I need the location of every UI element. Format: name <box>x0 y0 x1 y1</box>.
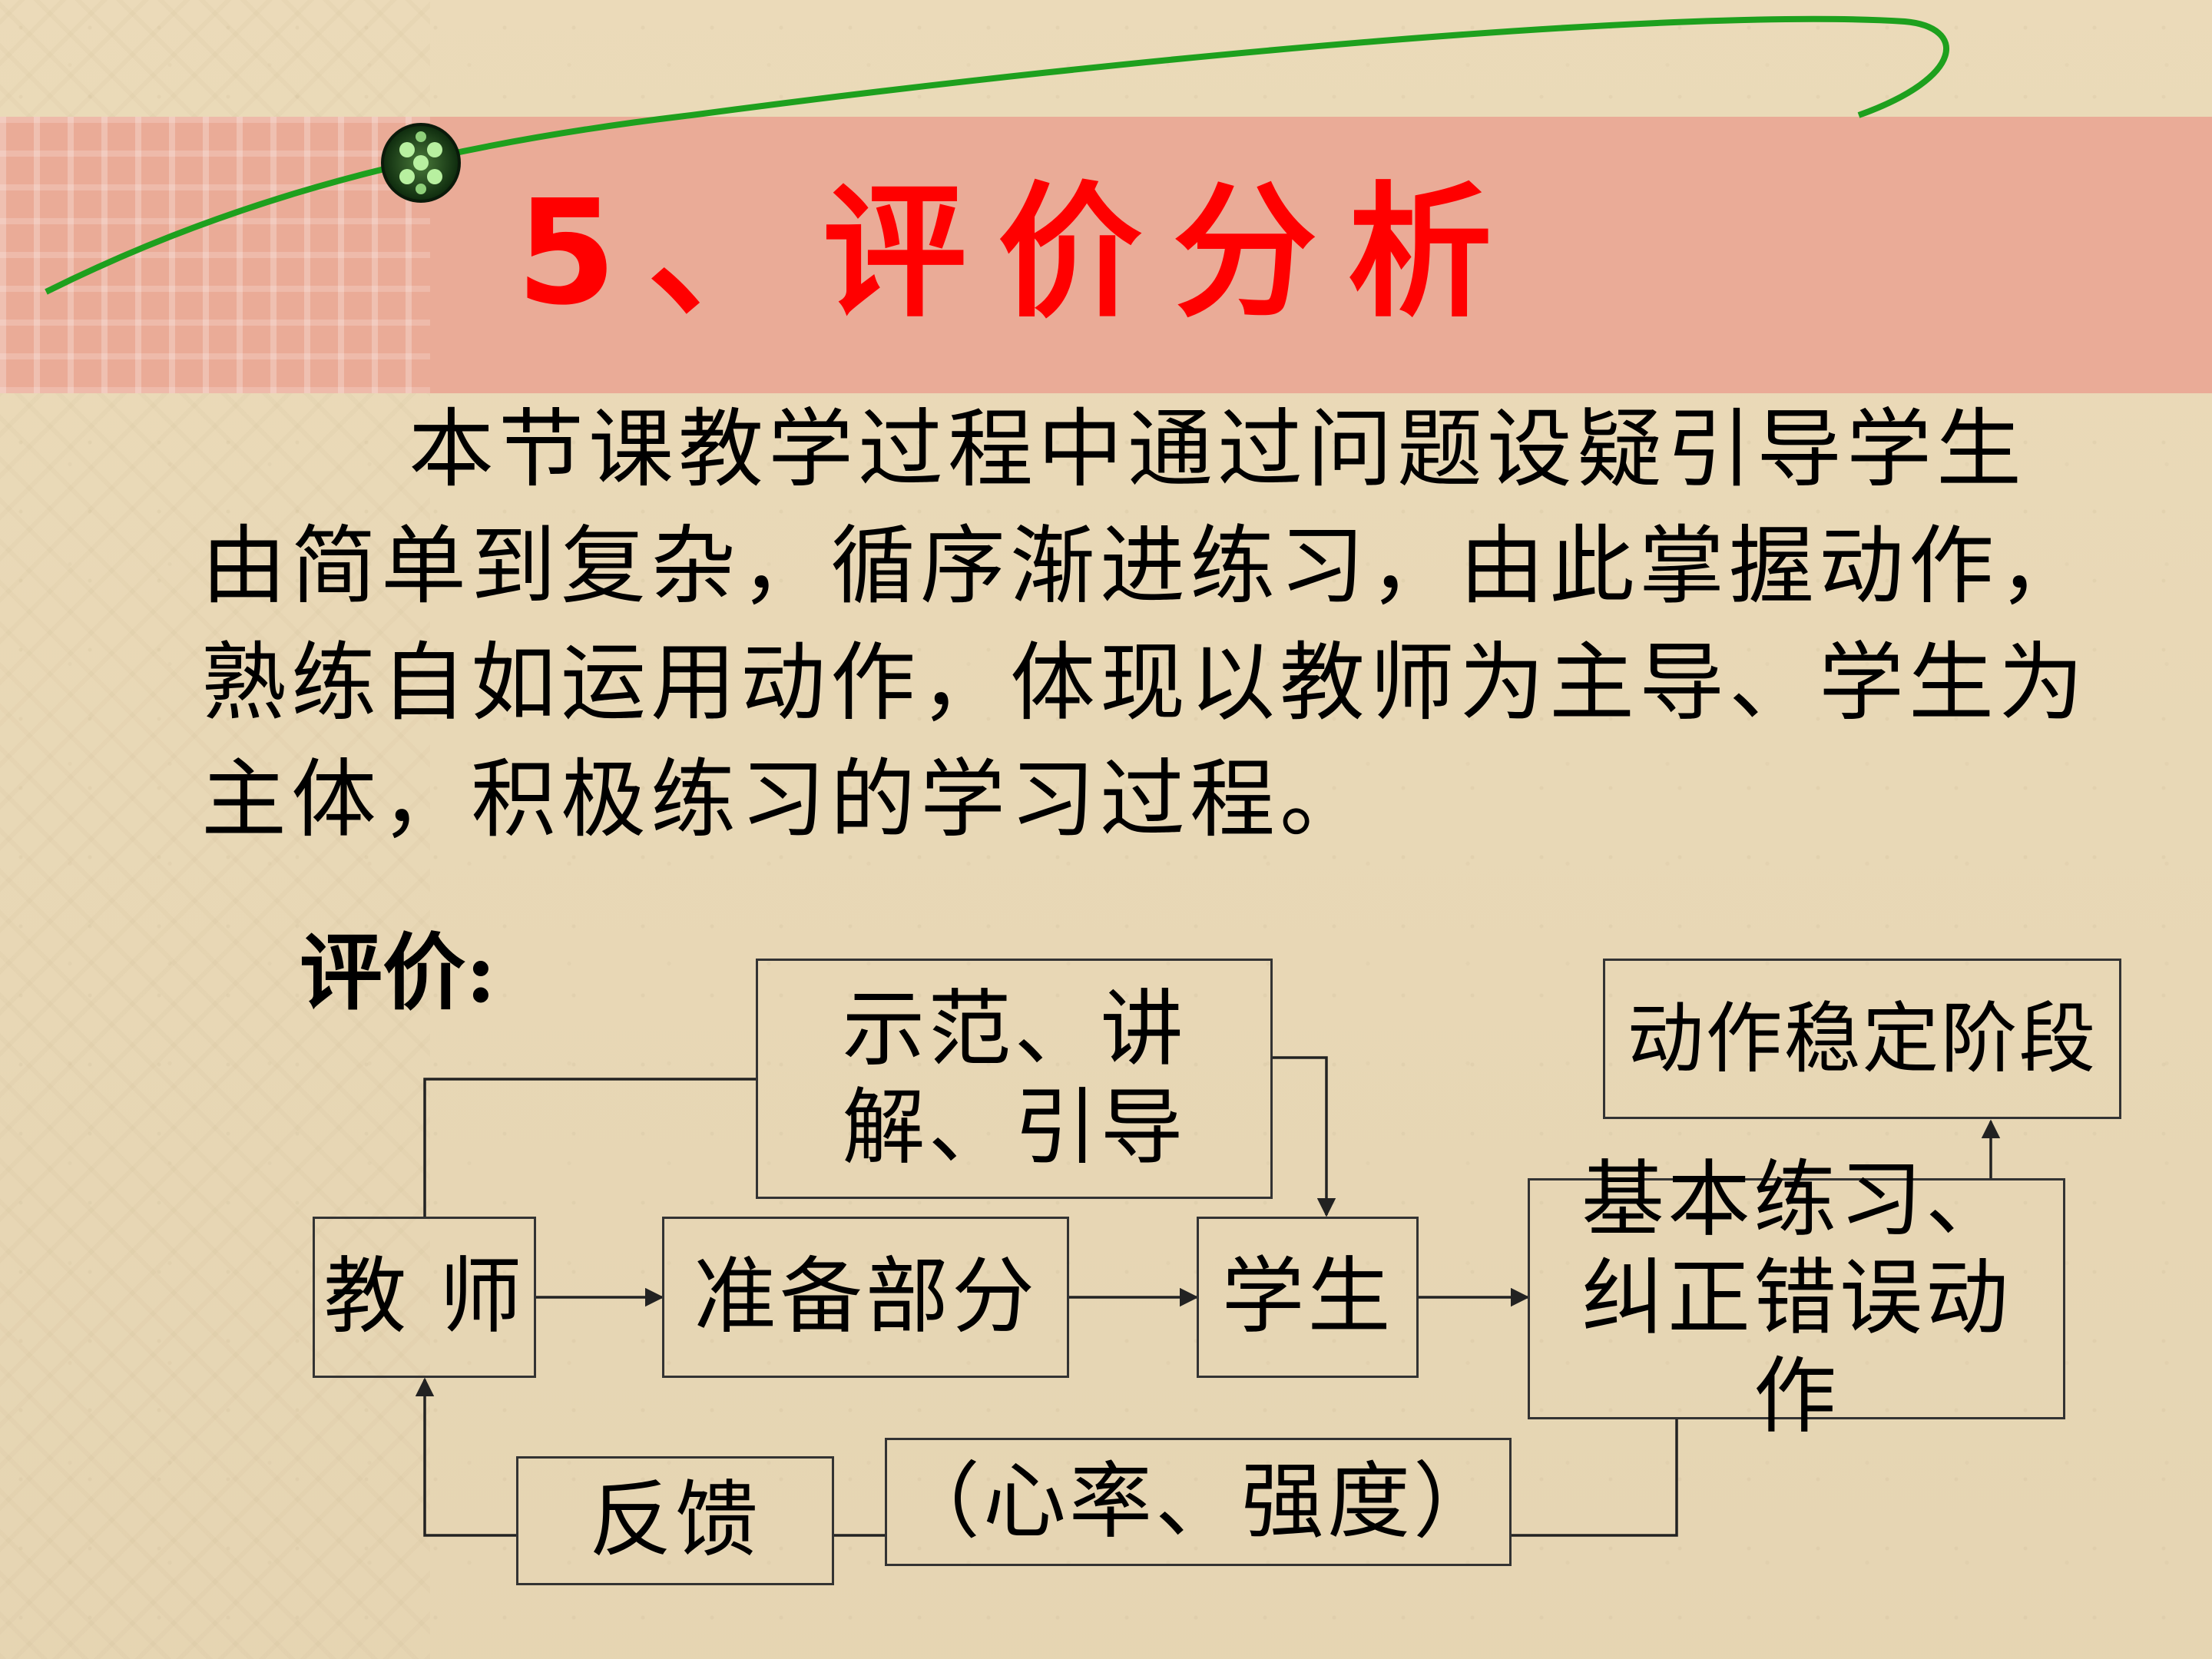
basic-practice-box: 基本练习、纠正错误动作 <box>1528 1152 2065 1445</box>
green-dot-ornament-icon <box>381 123 461 203</box>
teacher-box: 教 师 <box>313 1217 536 1378</box>
feedback-box: 反馈 <box>516 1456 834 1585</box>
evaluation-label: 评价: <box>300 925 496 1022</box>
heart-rate-box: （心率、强度） <box>885 1438 1512 1566</box>
demonstration-box: 示范、讲解、引导 <box>756 959 1273 1199</box>
title-band <box>0 117 2212 393</box>
decorative-arc <box>45 15 1949 295</box>
body-paragraph: 本节课教学过程中通过问题设疑引导学生由简单到复杂，循序渐进练习，由此掌握动作，熟… <box>201 400 2089 849</box>
preparation-box: 准备部分 <box>662 1217 1069 1378</box>
title-band-texture <box>0 117 430 393</box>
student-box: 学生 <box>1197 1217 1419 1378</box>
stable-stage-box: 动作稳定阶段 <box>1603 959 2121 1119</box>
slide-title: 5、评价分析 <box>516 169 1523 337</box>
